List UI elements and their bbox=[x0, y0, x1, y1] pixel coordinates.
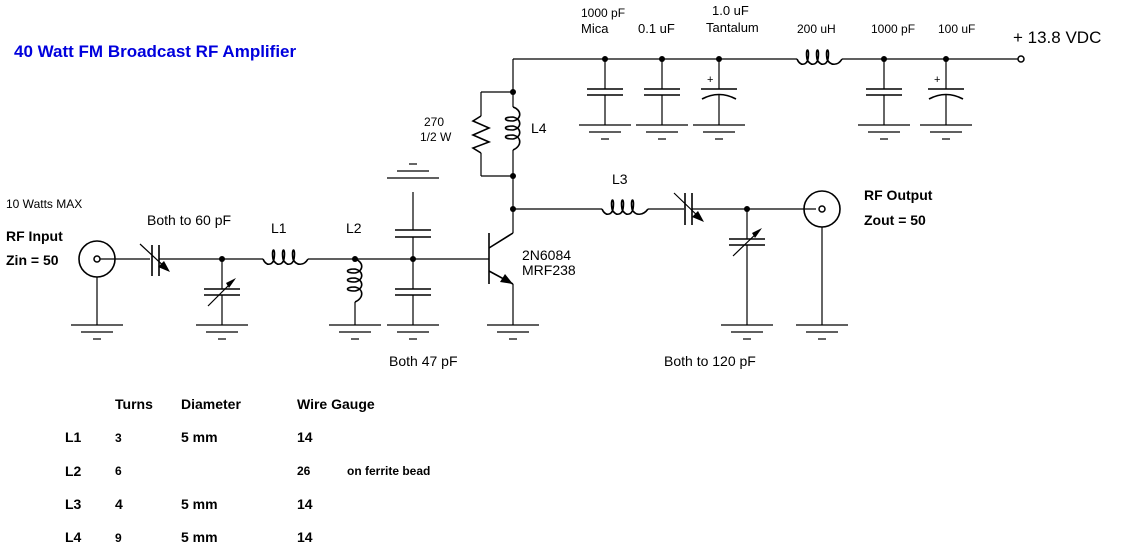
capacitor-mica-1000pf bbox=[578, 56, 632, 140]
plus-sign-100uf: + bbox=[934, 74, 941, 86]
label-tantalum-value: 1.0 uF bbox=[712, 3, 749, 18]
input-power-note: 10 Watts MAX bbox=[6, 197, 83, 211]
label-200uh: 200 uH bbox=[797, 22, 836, 36]
capacitor-100uf bbox=[919, 56, 973, 140]
capacitor-1000pf bbox=[857, 56, 911, 140]
label-tantalum-type: Tantalum bbox=[706, 20, 759, 35]
inductor-l2 bbox=[328, 256, 382, 340]
inductor-l3 bbox=[601, 199, 649, 216]
row-l1-gauge: 14 bbox=[297, 429, 313, 445]
row-l4-gauge: 14 bbox=[297, 529, 313, 545]
row-l1-turns: 3 bbox=[115, 431, 122, 445]
header-diameter: Diameter bbox=[181, 396, 241, 412]
schematic-title: 40 Watt FM Broadcast RF Amplifier bbox=[14, 42, 297, 61]
inductor-l4 bbox=[504, 92, 521, 176]
supply-terminal bbox=[1017, 55, 1025, 63]
input-series-trimmer bbox=[139, 243, 170, 276]
output-shunt-trimmer bbox=[720, 206, 774, 340]
rf-output-connector bbox=[795, 190, 849, 340]
base-capacitors-47pf bbox=[386, 163, 440, 340]
label-l4: L4 bbox=[531, 120, 547, 136]
input-trimmer-note: Both to 60 pF bbox=[147, 212, 232, 228]
collector-feed bbox=[480, 59, 516, 233]
capacitor-0.1uf bbox=[635, 56, 689, 140]
plus-sign-tantalum: + bbox=[707, 74, 714, 86]
row-l4-name: L4 bbox=[65, 529, 82, 545]
rf-input-connector bbox=[70, 240, 124, 340]
row-l1-diameter: 5 mm bbox=[181, 429, 218, 445]
supply-voltage-label: + 13.8 VDC bbox=[1013, 28, 1102, 47]
row-l2-gauge: 26 bbox=[297, 464, 311, 478]
resistor-270 bbox=[471, 115, 492, 154]
rf-output-label: RF Output bbox=[864, 187, 933, 203]
label-l3: L3 bbox=[612, 171, 628, 187]
transistor-part-1: 2N6084 bbox=[522, 247, 572, 263]
resistor-power: 1/2 W bbox=[420, 130, 452, 144]
transistor-part-2: MRF238 bbox=[522, 262, 576, 278]
output-impedance: Zout = 50 bbox=[864, 212, 926, 228]
row-l3-turns: 4 bbox=[115, 496, 123, 512]
inductor-l1 bbox=[262, 249, 309, 266]
capacitor-tantalum-1uf bbox=[692, 56, 746, 140]
rf-input-label: RF Input bbox=[6, 228, 63, 244]
transistor-q1 bbox=[486, 232, 540, 340]
output-trimmer-note: Both to 120 pF bbox=[664, 353, 756, 369]
label-l2: L2 bbox=[346, 220, 362, 236]
row-l2-note: on ferrite bead bbox=[347, 464, 431, 478]
label-l1: L1 bbox=[271, 220, 287, 236]
label-100uf: 100 uF bbox=[938, 22, 976, 36]
inductor-200uh bbox=[796, 49, 843, 66]
input-shunt-trimmer bbox=[195, 256, 249, 340]
row-l3-diameter: 5 mm bbox=[181, 496, 218, 512]
header-turns: Turns bbox=[115, 396, 153, 412]
resistor-value: 270 bbox=[424, 115, 445, 129]
row-l3-name: L3 bbox=[65, 496, 82, 512]
label-0.1uf: 0.1 uF bbox=[638, 21, 675, 36]
base-caps-note: Both 47 pF bbox=[389, 353, 458, 369]
label-1000pf: 1000 pF bbox=[871, 22, 916, 36]
input-impedance: Zin = 50 bbox=[6, 252, 59, 268]
label-mica-value: 1000 pF bbox=[581, 6, 626, 20]
row-l1-name: L1 bbox=[65, 429, 82, 445]
row-l2-turns: 6 bbox=[115, 464, 122, 478]
row-l3-gauge: 14 bbox=[297, 496, 313, 512]
row-l4-diameter: 5 mm bbox=[181, 529, 218, 545]
row-l2-name: L2 bbox=[65, 463, 82, 479]
row-l4-turns: 9 bbox=[115, 531, 122, 545]
supply-rail bbox=[513, 55, 1025, 63]
label-mica-type: Mica bbox=[581, 21, 609, 36]
header-wire-gauge: Wire Gauge bbox=[297, 396, 375, 412]
